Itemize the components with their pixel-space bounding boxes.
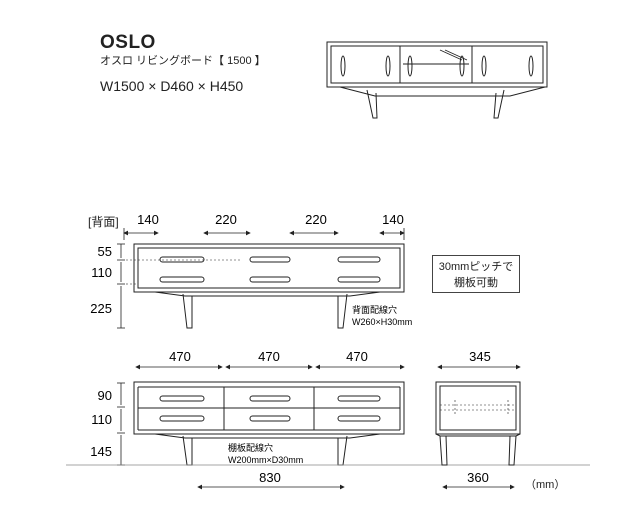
shelf-hole-size: W200mm×D30mm [228,455,303,465]
back-view-label: [背面] [88,215,119,229]
front-height-3: 145 [90,444,112,459]
back-hole-label: 背面配線穴 [352,304,397,315]
side-view-drawing: 345 360 [435,349,521,490]
note-line-1: 30mmピッチで [438,261,514,273]
side-depth: 345 [469,349,491,364]
front-width-1: 470 [169,349,191,364]
back-height-3: 225 [90,301,112,316]
back-view-drawing: 140 220 220 140 55 110 225 [90,212,412,329]
back-hole-size: W260×H30mm [352,317,412,327]
back-width-1: 140 [137,212,159,227]
front-leg-span: 830 [259,470,281,485]
back-height-1: 55 [98,244,112,259]
side-leg-span: 360 [467,470,489,485]
front-height-1: 90 [98,388,112,403]
product-subtitle: オスロ リビングボード【 1500 】 [100,55,266,67]
unit-label: （mm） [525,479,566,491]
thumbnail-front-view [326,41,548,119]
back-height-2: 110 [91,265,112,280]
back-width-3: 220 [305,212,327,227]
back-width-4: 140 [382,212,404,227]
back-width-2: 220 [215,212,237,227]
front-width-2: 470 [258,349,280,364]
note-line-2: 棚板可動 [454,277,498,289]
shelf-adjust-note: 30mmピッチで 棚板可動 [432,255,520,293]
front-height-2: 110 [91,412,112,427]
product-name: OSLO [100,32,156,53]
front-width-3: 470 [346,349,368,364]
shelf-hole-label: 棚板配線穴 [228,442,273,453]
front-view-drawing: 470 470 470 90 110 145 [66,349,590,490]
overall-dimensions: W1500 × D460 × H450 [100,78,244,94]
